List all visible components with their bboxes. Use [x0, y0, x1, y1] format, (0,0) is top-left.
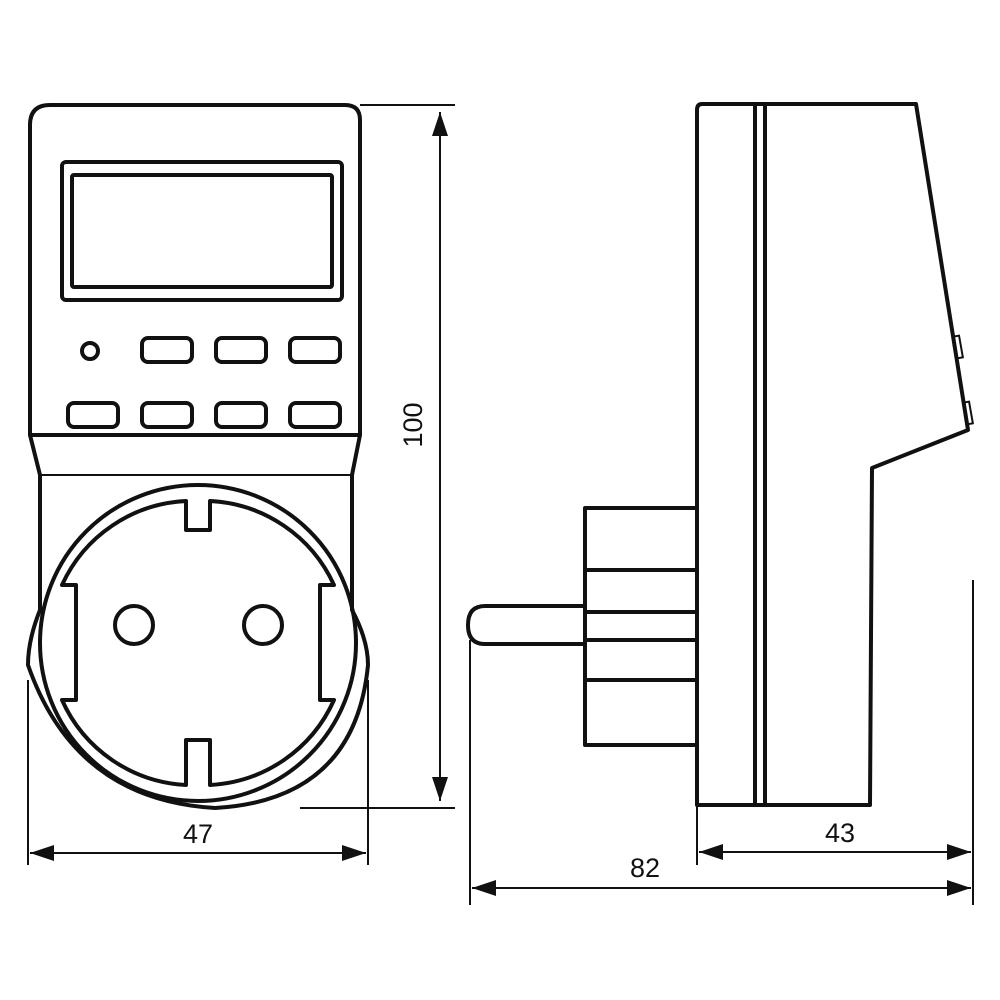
button[interactable]: [288, 336, 342, 364]
width-label: 47: [183, 819, 213, 849]
indicator-led-icon: [80, 341, 100, 361]
display-frame: [60, 160, 344, 302]
socket-pin-hole-icon: [242, 604, 284, 646]
side-button-icon: [961, 400, 975, 426]
button[interactable]: [288, 401, 342, 429]
button[interactable]: [140, 336, 194, 364]
plug-pin: [466, 604, 587, 646]
front-dimensions: 100 47: [27, 104, 455, 865]
socket-outer-ring: [38, 483, 358, 803]
button[interactable]: [214, 336, 268, 364]
height-label: 100: [398, 402, 428, 447]
button[interactable]: [214, 401, 268, 429]
side-button-icon: [951, 334, 965, 360]
button[interactable]: [140, 401, 194, 429]
button[interactable]: [66, 401, 120, 429]
body-depth-label: 43: [825, 818, 855, 848]
socket-pin-hole-icon: [113, 604, 155, 646]
front-body-outline: [26, 103, 370, 810]
front-view: [26, 103, 370, 810]
side-body-outline: [695, 102, 970, 807]
total-depth-label: 82: [630, 853, 660, 883]
plug-base: [583, 506, 699, 747]
socket-inner-recess: [60, 499, 336, 787]
side-view: [466, 102, 975, 807]
lcd-display: [70, 173, 334, 289]
side-dimensions: 43 82: [469, 580, 974, 905]
